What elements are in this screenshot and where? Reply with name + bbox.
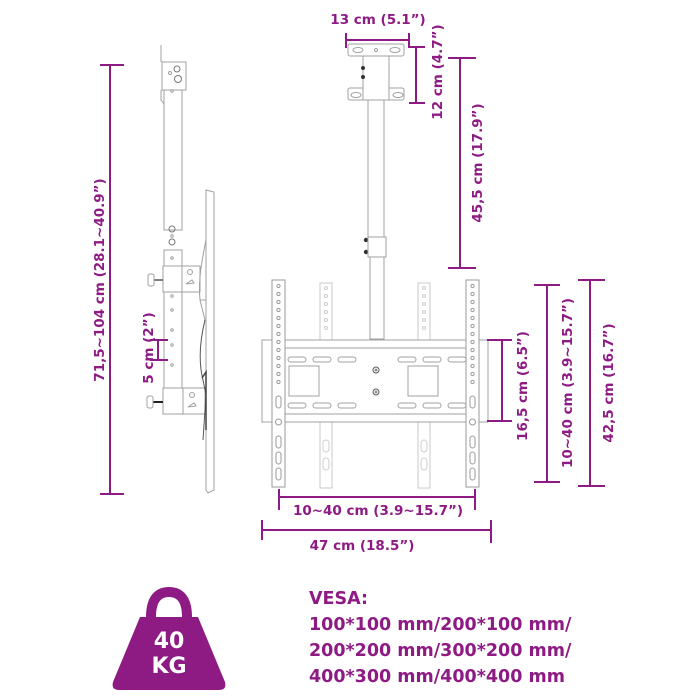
vesa-line: 100*100 mm/200*100 mm/ [309,615,572,635]
label-arm-spacing-height: 10~40 cm (3.9~15.7”) [560,298,576,468]
label-pole-length: 45,5 cm (17.9”) [470,103,486,222]
vesa-specification: VESA: 100*100 mm/200*100 mm/ 200*200 mm/… [309,586,571,690]
dimension-total-height [100,64,124,495]
dimension-hole-spacing [150,339,168,361]
vesa-line: 400*300 mm/400*400 mm [309,667,565,687]
label-plate-height: 16,5 cm (6.5”) [515,331,531,441]
dimension-arm-spacing-height [534,284,560,483]
vesa-line: 200*200 mm/300*200 mm/ [309,641,572,661]
weight-value: 40 [154,629,185,654]
label-ceiling-plate-height: 12 cm (4.7”) [430,24,446,119]
label-hole-spacing: 5 cm (2”) [141,312,157,383]
dimension-pole-length [448,57,476,269]
side-view-drawing [146,45,215,494]
label-arm-spacing-width: 10~40 cm (3.9~15.7”) [293,503,463,519]
dimension-plate-height [487,339,512,422]
kettlebell-weight-icon [112,586,226,690]
dimension-arm-spacing-width [278,489,476,510]
dimension-ceiling-plate-width [345,33,410,48]
label-total-height: 71,5~104 cm (28.1~40.9”) [92,178,108,381]
dimension-ceiling-plate-height [409,46,425,104]
dimension-overall-height [578,279,605,487]
label-ceiling-plate-width: 13 cm (5.1”) [330,12,425,28]
weight-unit: KG [151,654,186,679]
label-overall-width: 47 cm (18.5”) [310,538,415,554]
label-overall-height: 42,5 cm (16.7”) [601,323,617,442]
dimension-overall-width [261,520,492,543]
vesa-title: VESA: [309,589,368,609]
front-view-drawing [261,43,489,489]
